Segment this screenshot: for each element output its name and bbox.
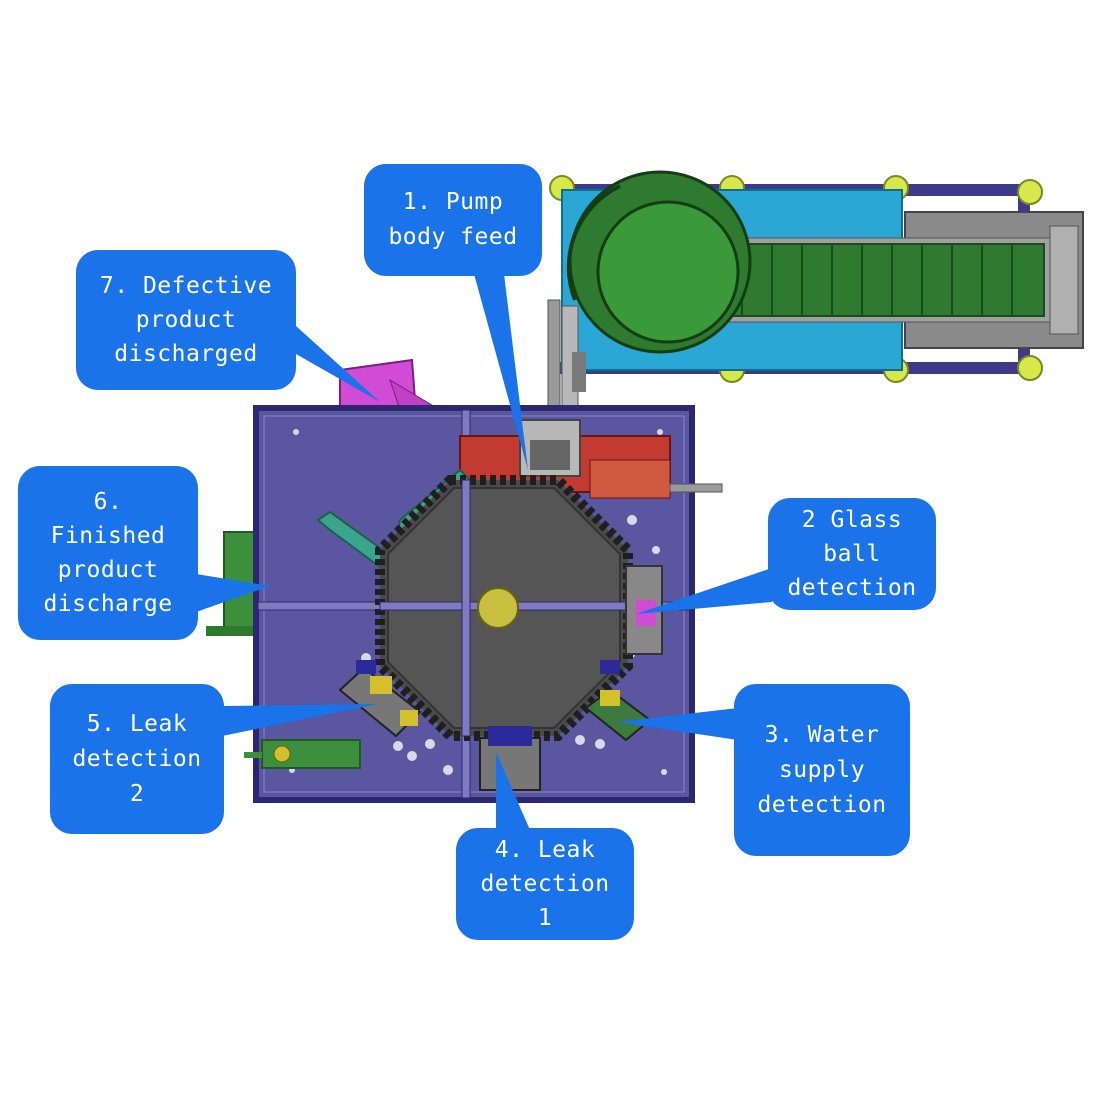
- callout-line: product: [135, 307, 237, 333]
- pointer-glass-ball: [636, 568, 772, 614]
- pointer-leak-2: [222, 704, 378, 736]
- pointer-water-supply: [616, 708, 738, 740]
- callout-line: 1: [537, 905, 553, 931]
- callout-line: body feed: [388, 224, 518, 250]
- callout-glass-ball-detection: 2 Glass ball detection: [768, 498, 936, 610]
- cylinder: [244, 739, 361, 769]
- pointer-defective: [296, 326, 380, 402]
- callout-defective-product-discharged: 7. Defective product discharged: [76, 250, 296, 390]
- callout-line: detection: [72, 745, 202, 772]
- feeder-unit: [547, 170, 1084, 417]
- callout-leak-detection-2: 5. Leak detection 2: [50, 684, 224, 834]
- callout-line: 6.: [93, 489, 123, 515]
- callout-leak-detection-1: 4. Leak detection 1: [456, 828, 634, 940]
- turntable: [375, 475, 633, 741]
- callout-line: 5. Leak: [86, 710, 188, 737]
- pointer-pump-feed: [474, 274, 528, 470]
- callout-line: 4. Leak: [494, 837, 596, 863]
- callout-line: 1. Pump: [402, 189, 504, 215]
- callout-line: discharge: [43, 591, 173, 617]
- callout-line: ball: [823, 541, 881, 567]
- pointer-finished: [196, 574, 270, 612]
- callout-line: detection: [787, 575, 917, 601]
- callout-line: supply: [778, 756, 866, 783]
- pointer-leak-1: [496, 752, 530, 830]
- callout-water-supply-detection: 3. Water supply detection: [734, 684, 910, 856]
- callout-line: 2: [129, 780, 145, 807]
- callout-line: Finished: [50, 523, 166, 549]
- callout-finished-product-discharge: 6. Finished product discharge: [18, 466, 198, 640]
- callout-line: discharged: [114, 341, 258, 367]
- callout-pointers: [196, 274, 772, 830]
- callout-line: detection: [757, 791, 887, 818]
- station-modules: [338, 565, 663, 791]
- callout-line: 2 Glass: [801, 507, 903, 533]
- callout-line: 7. Defective: [99, 273, 273, 299]
- callout-line: detection: [480, 871, 610, 897]
- callout-line: product: [57, 557, 159, 583]
- callout-pump-body-feed: 1. Pump body feed: [364, 164, 542, 276]
- callout-line: 3. Water: [764, 721, 880, 748]
